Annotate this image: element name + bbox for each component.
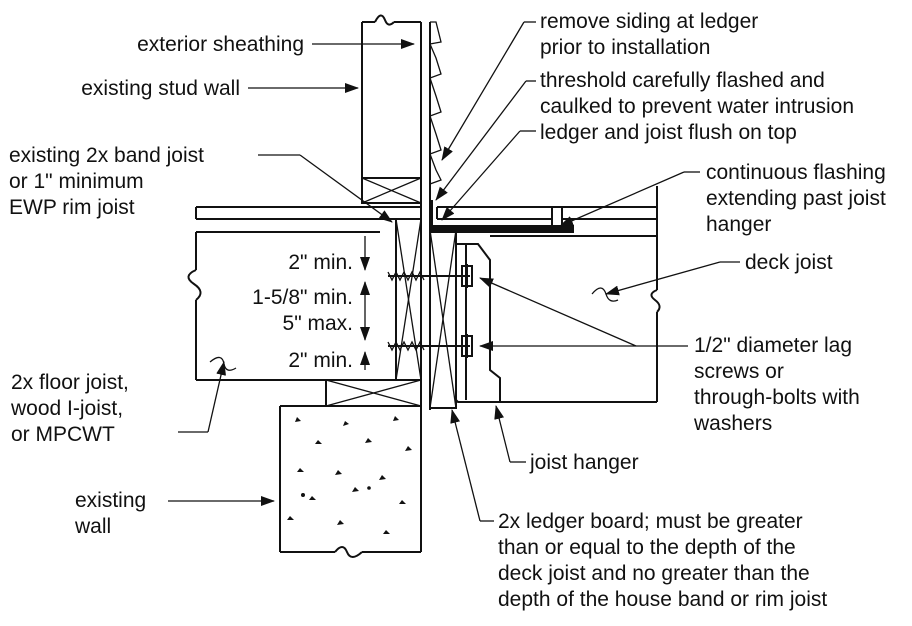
label-flashing-3: hanger (706, 213, 771, 236)
label-joist-hanger: joist hanger (529, 451, 639, 474)
continuous-flashing (431, 200, 574, 233)
label-ledger-board-4: depth of the house band or rim joist (498, 588, 827, 611)
label-band-joist-2: or 1" minimum (9, 170, 144, 193)
label-threshold-1: threshold carefully flashed and (540, 69, 825, 92)
dimension-lines (355, 231, 375, 381)
ledger-board (429, 229, 457, 409)
label-remove-siding-2: prior to installation (540, 36, 710, 59)
deck-boards (436, 206, 657, 225)
label-remove-siding-1: remove siding at ledger (540, 10, 758, 33)
label-ledger-flush: ledger and joist flush on top (540, 121, 797, 144)
label-floor-joist-3: or MPCWT (11, 423, 115, 446)
label-existing-wall-2: wall (74, 515, 111, 538)
label-lag-4: washers (693, 412, 772, 435)
label-floor-joist-1: 2x floor joist, (11, 371, 129, 394)
label-floor-joist-2: wood I-joist, (10, 397, 123, 420)
label-flashing-1: continuous flashing (706, 161, 886, 184)
label-lag-3: through-bolts with (694, 386, 860, 409)
siding (429, 21, 442, 185)
lag-screw-top (387, 264, 473, 288)
label-existing-stud-wall: existing stud wall (81, 77, 240, 100)
deck-joist (490, 186, 661, 403)
label-band-joist-3: EWP rim joist (9, 196, 135, 219)
label-ledger-board-2: than or equal to the depth of the (498, 536, 796, 559)
label-deck-joist: deck joist (745, 251, 833, 274)
band-joist (395, 218, 422, 381)
label-lag-1: 1/2" diameter lag (694, 334, 852, 357)
dim-middle-max: 5" max. (283, 312, 353, 335)
dim-top-min: 2" min. (288, 251, 353, 274)
label-threshold-2: caulked to prevent water intrusion (540, 95, 854, 118)
label-band-joist-1: existing 2x band joist (9, 144, 204, 167)
floor-system (187, 206, 422, 407)
foundation-wall (279, 405, 422, 558)
lag-screw-bottom (387, 334, 473, 358)
label-ledger-board-1: 2x ledger board; must be greater (498, 510, 803, 533)
exterior-sheathing (420, 22, 431, 412)
dim-bottom-min: 2" min. (288, 349, 353, 372)
label-ledger-board-3: deck joist and no greater than the (498, 562, 810, 585)
label-flashing-2: extending past joist (706, 187, 886, 210)
label-exterior-sheathing: exterior sheathing (137, 33, 304, 56)
leader-lines (168, 21, 740, 522)
label-lag-2: screws or (694, 360, 784, 383)
dim-middle-min: 1-5/8" min. (252, 286, 353, 309)
label-existing-wall-1: existing (75, 489, 146, 512)
